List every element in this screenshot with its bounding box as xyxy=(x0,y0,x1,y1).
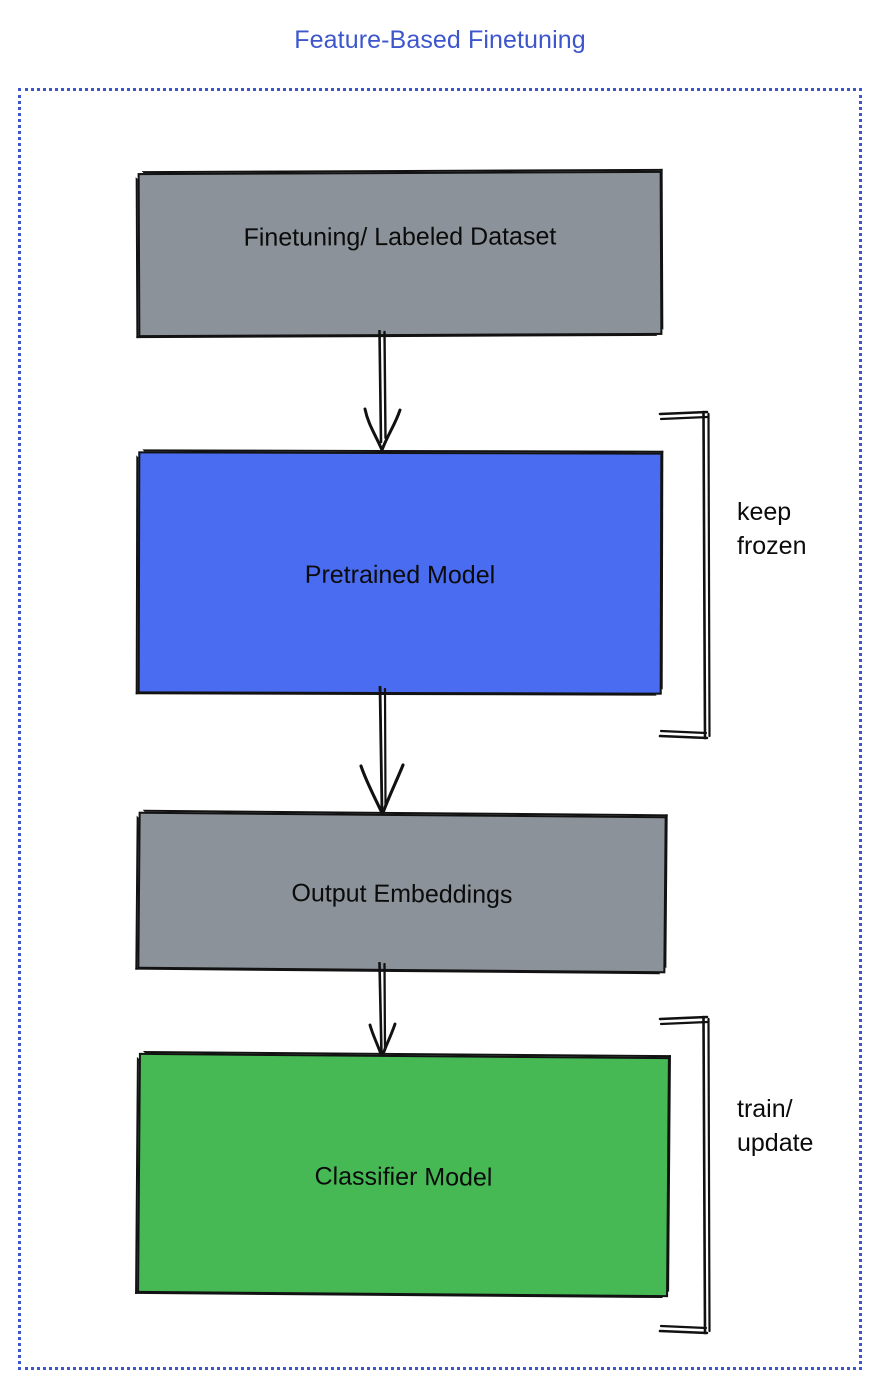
annotation-train-update: train/ update xyxy=(737,1095,814,1157)
node-dataset-label: Finetuning/ Labeled Dataset xyxy=(243,222,557,252)
diagram-frame xyxy=(18,88,862,1370)
node-pretrained-model-label: Pretrained Model xyxy=(304,560,496,590)
node-dataset[interactable]: Finetuning/ Labeled Dataset xyxy=(137,170,663,338)
page-title: Feature-Based Finetuning xyxy=(294,26,586,54)
node-classifier-model[interactable]: Classifier Model xyxy=(137,1052,670,1298)
node-output-embeddings-label: Output Embeddings xyxy=(291,879,513,909)
node-pretrained-model[interactable]: Pretrained Model xyxy=(137,451,663,695)
node-classifier-model-label: Classifier Model xyxy=(314,1162,493,1192)
annotation-keep-frozen: keep frozen xyxy=(737,498,807,560)
node-output-embeddings[interactable]: Output Embeddings xyxy=(137,811,667,974)
